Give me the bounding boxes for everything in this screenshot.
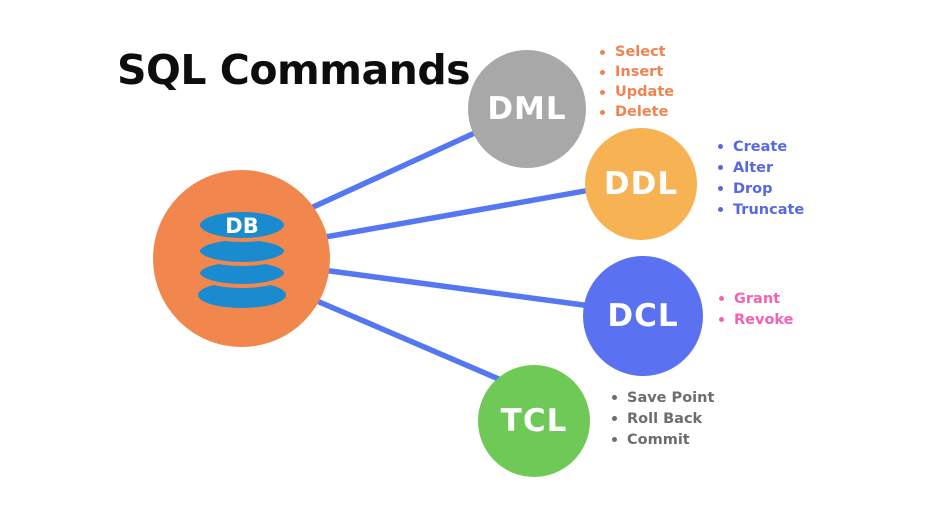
bullet-icon bbox=[612, 395, 617, 400]
node-tcl-label: TCL bbox=[500, 403, 568, 439]
node-dcl: DCL bbox=[583, 256, 703, 376]
node-ddl: DDL bbox=[585, 128, 697, 240]
list-item: Create bbox=[718, 136, 804, 157]
command-label: Delete bbox=[615, 104, 669, 120]
node-ddl-label: DDL bbox=[603, 166, 679, 202]
list-item: Drop bbox=[718, 178, 804, 199]
list-item: Delete bbox=[600, 102, 674, 122]
bullet-icon bbox=[718, 144, 723, 149]
command-label: Select bbox=[615, 44, 666, 60]
command-label: Drop bbox=[733, 180, 773, 197]
bullet-icon bbox=[612, 437, 617, 442]
command-label: Grant bbox=[734, 290, 781, 307]
command-label: Create bbox=[733, 138, 788, 155]
list-item: Update bbox=[600, 82, 674, 102]
db-node: DB bbox=[153, 170, 330, 347]
bullet-icon bbox=[600, 89, 605, 95]
ddl-command-list: Create Alter Drop Truncate bbox=[718, 136, 804, 220]
command-label: Commit bbox=[627, 431, 690, 448]
list-item: Alter bbox=[718, 157, 804, 178]
bullet-icon bbox=[600, 69, 605, 75]
list-item: Save Point bbox=[612, 387, 714, 408]
bullet-icon bbox=[718, 207, 723, 212]
bullet-icon bbox=[719, 317, 724, 322]
bullet-icon bbox=[612, 416, 617, 421]
command-label: Update bbox=[615, 84, 675, 100]
bullet-icon bbox=[718, 165, 723, 170]
command-label: Save Point bbox=[627, 389, 715, 406]
dml-command-list: Select Insert Update Delete bbox=[600, 42, 674, 122]
db-label: DB bbox=[225, 214, 258, 238]
node-tcl: TCL bbox=[478, 365, 590, 477]
list-item: Commit bbox=[612, 429, 714, 450]
command-label: Insert bbox=[615, 64, 664, 80]
command-label: Alter bbox=[733, 159, 774, 176]
tcl-command-list: Save Point Roll Back Commit bbox=[612, 387, 714, 450]
node-dml: DML bbox=[468, 50, 586, 168]
list-item: Select bbox=[600, 42, 674, 62]
list-item: Insert bbox=[600, 62, 674, 82]
page-title: SQL Commands bbox=[117, 46, 471, 94]
command-label: Truncate bbox=[733, 201, 805, 218]
bullet-icon bbox=[719, 296, 724, 301]
list-item: Truncate bbox=[718, 199, 804, 220]
node-dml-label: DML bbox=[487, 91, 567, 127]
dcl-command-list: Grant Revoke bbox=[719, 288, 794, 330]
list-item: Roll Back bbox=[612, 408, 714, 429]
command-label: Roll Back bbox=[627, 410, 703, 427]
command-label: Revoke bbox=[734, 311, 794, 328]
bullet-icon bbox=[600, 49, 605, 55]
list-item: Grant bbox=[719, 288, 794, 309]
node-dcl-label: DCL bbox=[607, 298, 679, 334]
bullet-icon bbox=[718, 186, 723, 191]
list-item: Revoke bbox=[719, 309, 794, 330]
bullet-icon bbox=[600, 109, 605, 115]
database-icon: DB bbox=[196, 208, 287, 308]
